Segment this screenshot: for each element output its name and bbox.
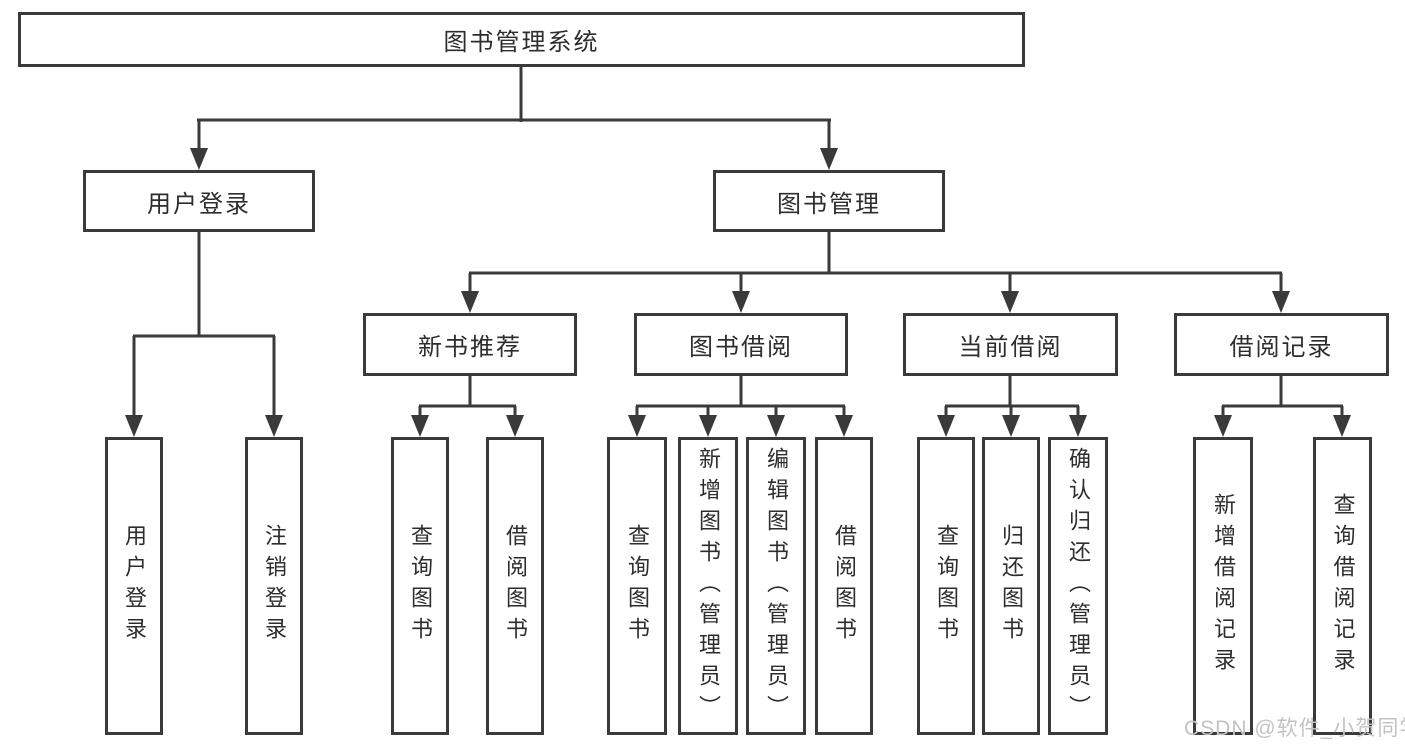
leaf-records-add-record: 新增借阅记录 — [1193, 437, 1253, 735]
leaf-user-login: 用户登录 — [105, 437, 163, 735]
leaf-current-return-books-label: 归还图书 — [999, 524, 1024, 648]
node-book-management-label: 图书管理 — [777, 190, 881, 218]
leaf-logout-label: 注销登录 — [262, 524, 287, 648]
leaf-recommend-query-books-label: 查询图书 — [408, 524, 433, 648]
leaf-records-add-record-label: 新增借阅记录 — [1211, 493, 1236, 679]
node-current-borrowing: 当前借阅 — [903, 313, 1118, 376]
node-root-label: 图书管理系统 — [443, 29, 600, 56]
leaf-recommend-borrow-books-label: 借阅图书 — [503, 524, 528, 648]
node-new-book-recommend: 新书推荐 — [363, 313, 577, 376]
node-current-borrowing-label: 当前借阅 — [958, 334, 1063, 361]
leaf-recommend-borrow-books: 借阅图书 — [486, 437, 544, 735]
leaf-current-query-books-label: 查询图书 — [934, 524, 959, 648]
leaf-current-query-books: 查询图书 — [917, 437, 975, 735]
leaf-borrowing-edit-books-admin: 编辑图书（管理员） — [746, 437, 806, 735]
csdn-watermark: CSDN @软件_小贺同学 — [1184, 717, 1405, 740]
leaf-borrowing-borrow-books: 借阅图书 — [815, 437, 873, 735]
leaf-borrowing-edit-books-admin-label: 编辑图书（管理员） — [764, 446, 789, 726]
leaf-logout: 注销登录 — [245, 437, 303, 735]
leaf-user-login-label: 用户登录 — [122, 524, 147, 648]
node-root-system: 图书管理系统 — [18, 12, 1025, 67]
node-book-borrowing: 图书借阅 — [634, 313, 848, 376]
leaf-borrowing-add-books-admin: 新增图书（管理员） — [678, 437, 738, 735]
leaf-current-confirm-return-admin: 确认归还（管理员） — [1048, 437, 1108, 735]
leaf-recommend-query-books: 查询图书 — [391, 437, 449, 735]
leaf-current-return-books: 归还图书 — [982, 437, 1040, 735]
node-new-book-recommend-label: 新书推荐 — [418, 334, 522, 361]
leaf-borrowing-query-books-label: 查询图书 — [625, 524, 650, 648]
leaf-records-query-record-label: 查询借阅记录 — [1330, 493, 1356, 679]
leaf-borrowing-borrow-books-label: 借阅图书 — [832, 524, 857, 648]
node-borrowing-records-label: 借阅记录 — [1229, 334, 1334, 361]
node-book-management: 图书管理 — [713, 170, 945, 232]
node-book-borrowing-label: 图书借阅 — [689, 334, 793, 361]
leaf-borrowing-add-books-admin-label: 新增图书（管理员） — [696, 446, 721, 726]
leaf-borrowing-query-books: 查询图书 — [607, 437, 667, 735]
leaf-records-query-record: 查询借阅记录 — [1313, 437, 1372, 735]
leaf-current-confirm-return-admin-label: 确认归还（管理员） — [1066, 446, 1091, 726]
node-borrowing-records: 借阅记录 — [1174, 313, 1389, 376]
node-user-login: 用户登录 — [83, 170, 315, 232]
node-user-login-label: 用户登录 — [147, 190, 251, 218]
